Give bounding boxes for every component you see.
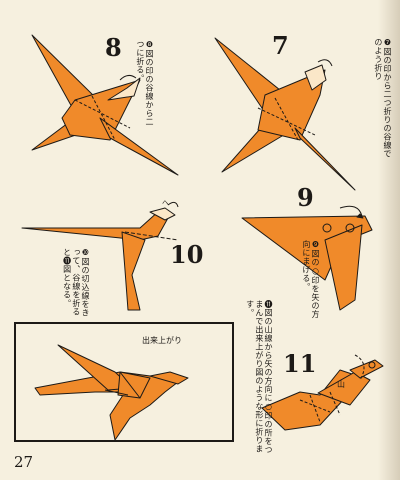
step-7-number: 7 (272, 31, 289, 60)
step-7-figure (214, 37, 356, 191)
step-11-figure: 山 (261, 354, 384, 431)
step-9-figure (241, 205, 373, 311)
svg-text:山: 山 (337, 379, 345, 389)
step-8-figure (31, 34, 179, 176)
finished-figure-frame (14, 322, 234, 442)
step-10-instruction: ❿図の切込線をきって、谷線を折ると⓫図となる。 (62, 248, 90, 317)
step-8-number: 8 (105, 33, 122, 62)
step-11-instruction: ⓫図の山線から矢の方向に○印の所をつまんで出来上がり図のような形に折ります。 (245, 300, 273, 454)
step-7-instruction: ❼図の印から二つ折りの谷線でのよう折り (373, 38, 392, 158)
finished-caption: 出来上がり (142, 336, 182, 345)
step-11-number: 11 (283, 349, 317, 378)
step-10-figure: へ (21, 199, 179, 311)
page-edge-shadow (378, 0, 400, 480)
step-10-number: 10 (170, 240, 204, 269)
step-9-number: 9 (297, 183, 314, 212)
step-9-instruction: ❾図の○印を矢の方向にまげる。 (301, 240, 320, 319)
finished-swallow-figure (34, 344, 189, 441)
page-number: 27 (14, 453, 34, 471)
step-8-instruction: ❽図の印の谷線から二つに折る。 (135, 40, 154, 126)
svg-text:へ: へ (162, 199, 169, 207)
